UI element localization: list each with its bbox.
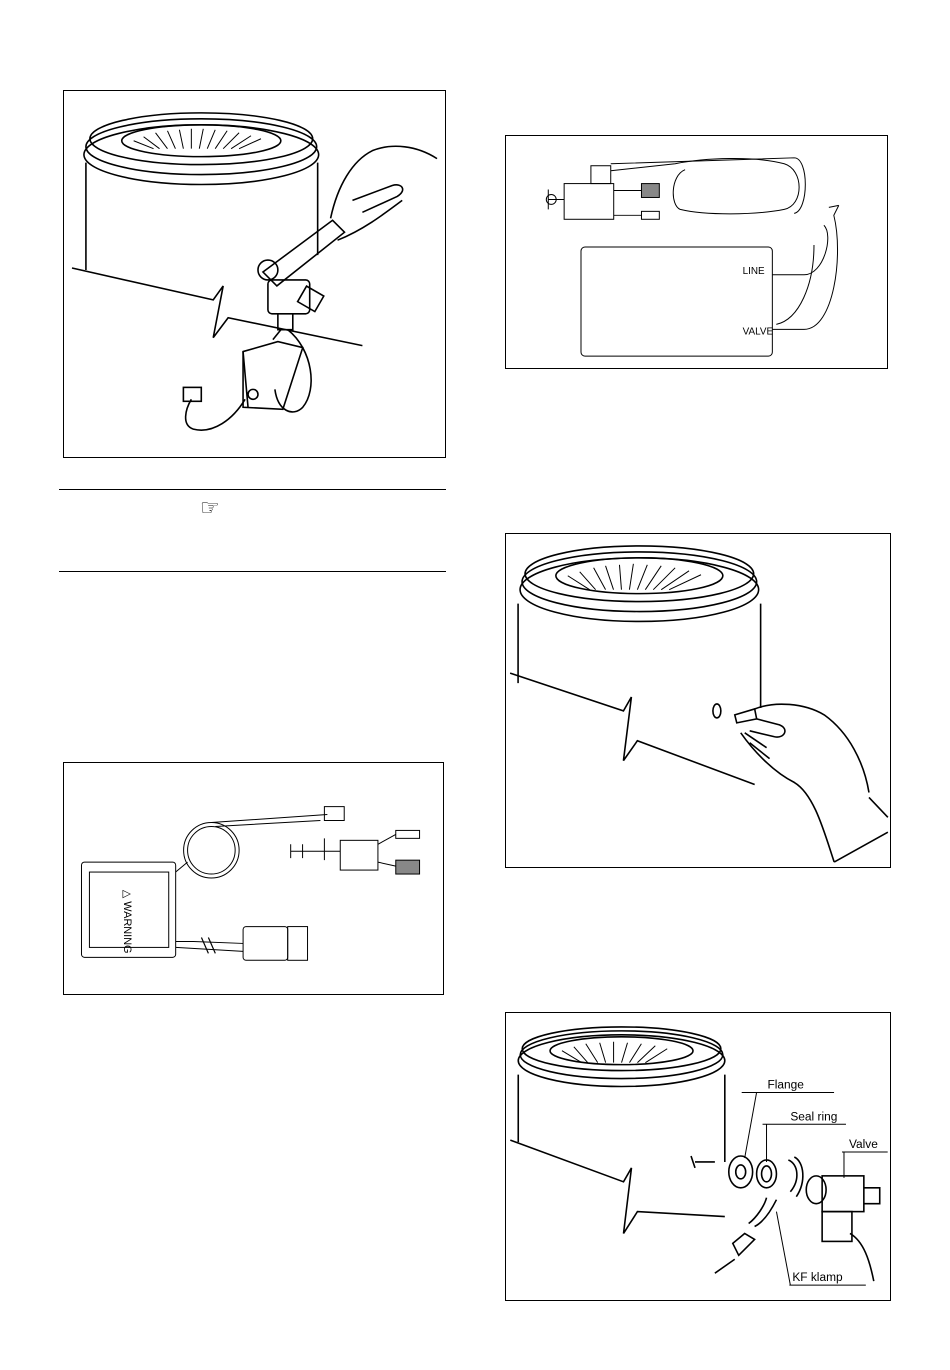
valve-wrench-illustration bbox=[64, 91, 445, 457]
valve-assembly-illustration: Flange Seal ring Valve KF klamp bbox=[506, 1013, 890, 1300]
note-bottom-rule bbox=[59, 571, 446, 572]
note-top-rule bbox=[59, 489, 446, 490]
warning-label: △ WARNING bbox=[121, 890, 133, 954]
pointing-hand-icon: ☞ bbox=[200, 497, 220, 519]
controller-schematic-illustration: LINE VALVE bbox=[506, 136, 887, 368]
valve-callout: Valve bbox=[849, 1137, 878, 1151]
kf-klamp-callout: KF klamp bbox=[792, 1270, 843, 1284]
valve-insert-illustration bbox=[506, 534, 890, 867]
figure-valve-assembly: Flange Seal ring Valve KF klamp bbox=[505, 1012, 891, 1301]
warning-schematic-illustration: △ WARNING bbox=[64, 763, 443, 994]
figure-valve-insert-hand bbox=[505, 533, 891, 868]
seal-ring-callout: Seal ring bbox=[790, 1109, 837, 1123]
flange-callout: Flange bbox=[768, 1077, 805, 1091]
figure-cable-schematic-controller: LINE VALVE bbox=[505, 135, 888, 369]
figure-valve-wrench bbox=[63, 90, 446, 458]
line-port-label: LINE bbox=[743, 266, 765, 277]
valve-connector-label-plate bbox=[564, 184, 614, 220]
figure-cable-schematic-warning: △ WARNING bbox=[63, 762, 444, 995]
valve-port-label: VALVE bbox=[743, 326, 774, 337]
valve-connector-label-plate bbox=[340, 840, 378, 870]
